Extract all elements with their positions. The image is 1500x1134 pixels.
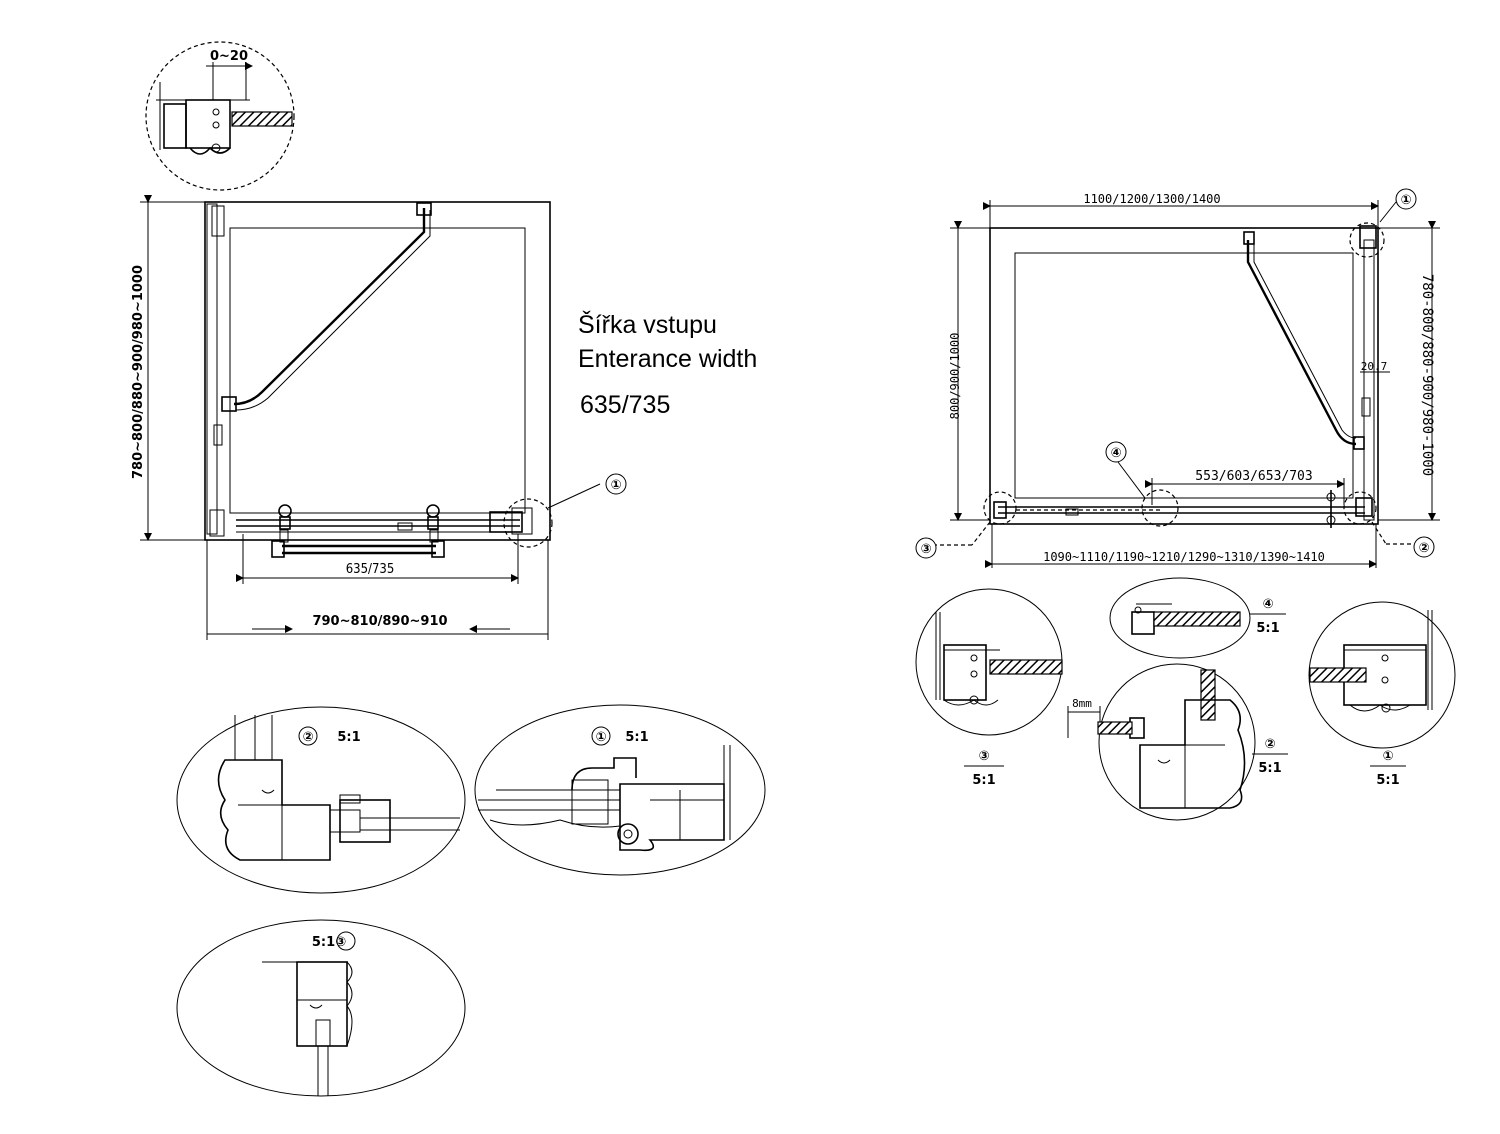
left-d2-label: ② [302,730,313,745]
left-d3-label: 5:1③ [312,935,346,950]
right-bottom-dim: 1090~1110/1190~1210/1290~1310/1390~1410 [1043,550,1325,564]
left-inner-glass [229,227,526,514]
right-d3-scale: 5:1 [972,773,995,788]
right-d2-dim: 8mm [1072,697,1092,710]
right-left-dim: 800/900/1000 [948,333,962,420]
left-entrance-dim: 635/735 [346,562,395,577]
detail-gap-label: 0~20 [210,49,248,64]
right-outer-frame [989,227,1379,525]
right-d2-label: ② [1264,737,1275,752]
note-line-1: Šířka vstupu [578,311,717,339]
left-plan-drawing: 0~20 ① [131,41,627,640]
right-detail-3: ③ 5:1 [915,588,1063,788]
right-inner-glass [1014,252,1354,499]
right-d3-label: ③ [978,749,989,764]
left-callout-circle [503,498,553,548]
right-gap-dim: 20.7 [1361,360,1388,373]
left-outer-frame [204,201,551,541]
note-line-3: 635/735 [580,391,671,419]
right-callout-1: ① [1400,193,1411,208]
right-plan-drawing: ① ② ③ ④ 1100/1200/1300/1400 800/900/1000… [915,188,1440,568]
left-detail-2: ② 5:1 [176,706,466,894]
left-detail-3: 5:1③ [176,919,466,1097]
right-right-dim: 780-800/880-900/980-1000 [1419,274,1435,476]
right-callout-4: ④ [1110,446,1121,461]
left-d1-scale: 5:1 [625,730,648,745]
right-detail-1: ① 5:1 [1308,601,1456,788]
left-top-detail: 0~20 [145,41,295,191]
left-height-dim: 780~800/880~900/980~1000 [131,265,146,479]
left-d1-label: ① [595,730,606,745]
right-d4-label: ④ [1262,597,1273,612]
right-detail-2: 8mm ② 5:1 [1067,663,1288,821]
right-d1-label: ① [1382,749,1393,764]
right-d4-scale: 5:1 [1256,621,1279,636]
right-callout-3: ③ [920,542,931,557]
left-d2-scale: 5:1 [337,730,360,745]
right-d2-scale: 5:1 [1258,761,1281,776]
left-width-dim: 790~810/890~910 [312,614,447,629]
right-top-dim: 1100/1200/1300/1400 [1083,192,1220,206]
right-detail-4: ④ 5:1 [1109,577,1286,659]
right-callout-2: ② [1418,541,1429,556]
left-detail-1: ① 5:1 [474,704,766,876]
right-d1-scale: 5:1 [1376,773,1399,788]
right-entrance-dim: 553/603/653/703 [1195,469,1312,484]
left-callout-1: ① [610,478,621,493]
note-line-2: Enterance width [578,345,758,373]
